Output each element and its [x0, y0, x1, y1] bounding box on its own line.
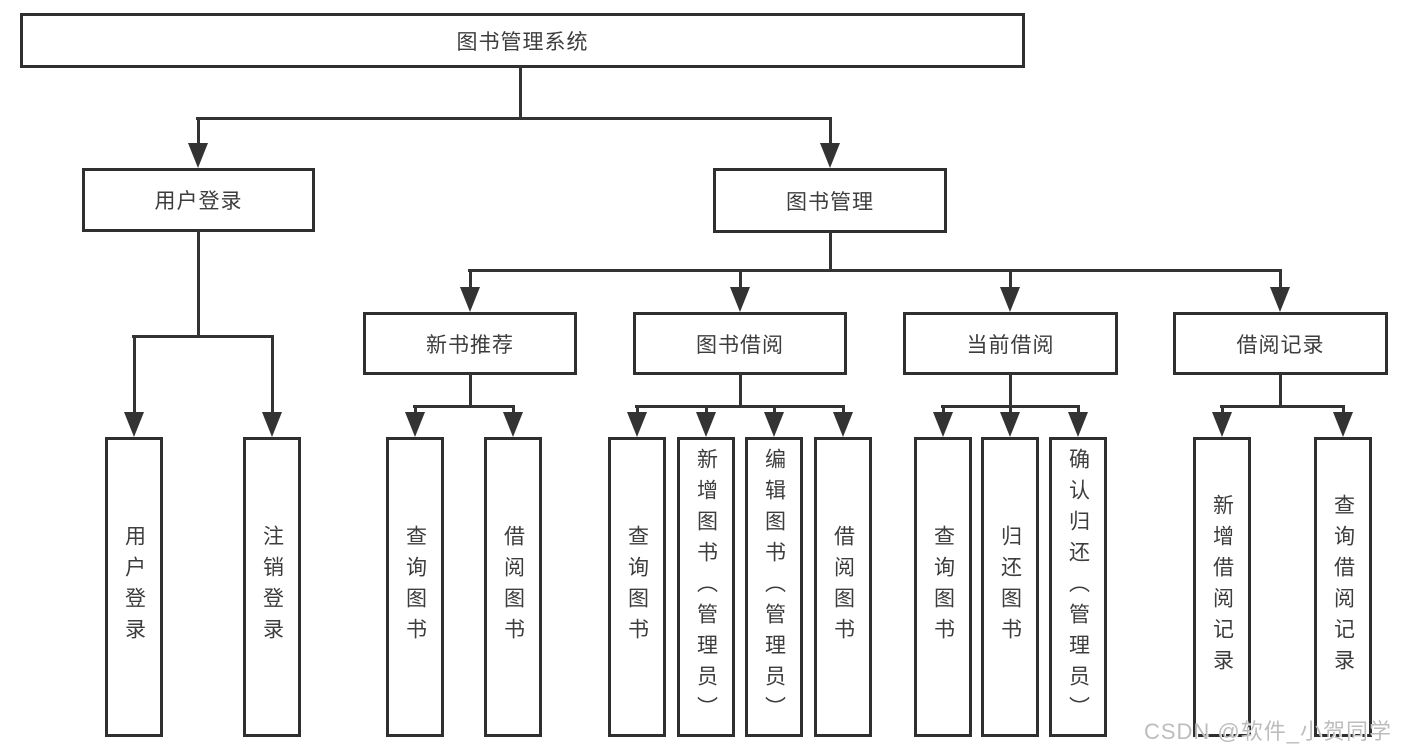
connector-currentborrow-stub	[1009, 373, 1012, 407]
arrowhead-book-borrow	[730, 287, 750, 312]
connector-borrowrecords-bar	[1220, 405, 1345, 408]
connector-shaft-book-borrow	[739, 269, 742, 291]
connector-shaft-leaf-logout	[271, 335, 274, 415]
arrowhead-new-book	[460, 287, 480, 312]
connector-shaft-leaf	[414, 405, 417, 415]
node-label: 图书管理	[786, 190, 874, 214]
arrowhead-leaf	[833, 412, 853, 437]
connector-newbook-bar	[413, 405, 515, 408]
connector-root-stub	[519, 66, 522, 120]
connector-bookborrow-stub	[739, 373, 742, 407]
node-label: 用户登录	[154, 190, 243, 213]
node-label: 新书推荐	[426, 333, 514, 357]
leaf-borrow-books-1: 借阅图书	[484, 437, 542, 737]
leaf-borrow-books-2: 借阅图书	[814, 437, 872, 737]
node-user-login: 用户登录	[82, 168, 315, 232]
arrowhead-leaf	[1333, 412, 1353, 437]
leaf-label: 归还图书	[998, 525, 1022, 649]
leaf-return-books: 归还图书	[981, 437, 1039, 737]
leaf-label: 编辑图书（管理员）	[762, 447, 786, 727]
connector-level3-bar	[468, 269, 1282, 272]
arrowhead-leaf	[405, 412, 425, 437]
arrowhead-leaf	[764, 412, 784, 437]
csdn-watermark: CSDN @软件_小贺同学	[1143, 719, 1392, 744]
leaf-label: 查询图书	[625, 525, 649, 649]
arrowhead-book-management	[820, 143, 840, 168]
arrowhead-leaf	[1068, 412, 1088, 437]
connector-shaft-book-management	[829, 117, 832, 147]
node-borrowing-records: 借阅记录	[1173, 312, 1388, 375]
leaf-add-books-admin: 新增图书（管理员）	[677, 437, 735, 737]
node-label: 图书借阅	[696, 333, 784, 357]
arrowhead-user-login	[188, 143, 208, 168]
leaf-query-borrow-record: 查询借阅记录	[1314, 437, 1372, 737]
leaf-label: 新增图书（管理员）	[694, 447, 718, 727]
node-label: 当前借阅	[966, 333, 1055, 357]
connector-newbook-stub	[469, 373, 472, 407]
leaf-label: 注销登录	[260, 525, 284, 649]
leaf-label: 借阅图书	[501, 525, 525, 649]
leaf-edit-books-admin: 编辑图书（管理员）	[745, 437, 803, 737]
arrowhead-borrow-records	[1270, 287, 1290, 312]
leaf-label: 用户登录	[122, 525, 146, 649]
arrowhead-leaf	[1212, 412, 1232, 437]
leaf-label: 查询借阅记录	[1331, 494, 1355, 680]
connector-shaft-leaf	[1077, 405, 1080, 415]
leaf-query-books-2: 查询图书	[608, 437, 666, 737]
leaf-label: 查询图书	[403, 525, 427, 649]
leaf-query-books-1: 查询图书	[386, 437, 444, 737]
leaf-label: 确认归还（管理员）	[1066, 447, 1090, 727]
arrowhead-leaf	[696, 412, 716, 437]
leaf-confirm-return-admin: 确认归还（管理员）	[1049, 437, 1107, 737]
connector-shaft-leaf-login	[133, 335, 136, 415]
node-label: 图书管理系统	[456, 30, 589, 54]
node-label: 借阅记录	[1236, 333, 1325, 357]
connector-shaft-leaf	[1009, 405, 1012, 415]
arrowhead-leaf-logout	[262, 412, 282, 437]
connector-shaft-leaf	[512, 405, 515, 415]
leaf-label: 新增借阅记录	[1210, 494, 1234, 680]
connector-shaft-leaf	[1221, 405, 1224, 415]
connector-shaft-user-login	[197, 117, 200, 147]
arrowhead-leaf	[503, 412, 523, 437]
node-root-library-system: 图书管理系统	[20, 13, 1025, 68]
leaf-logout: 注销登录	[243, 437, 301, 737]
connector-bookborrow-bar	[635, 405, 845, 408]
leaf-label: 查询图书	[931, 525, 955, 649]
connector-bookmgmt-stub	[829, 231, 832, 271]
connector-borrowrecords-stub	[1279, 373, 1282, 407]
connector-shaft-leaf	[942, 405, 945, 415]
connector-shaft-leaf	[1342, 405, 1345, 415]
arrowhead-current-borrow	[1000, 287, 1020, 312]
leaf-query-books-3: 查询图书	[914, 437, 972, 737]
connector-shaft-leaf	[636, 405, 639, 415]
connector-shaft-new-book	[469, 269, 472, 291]
arrowhead-leaf	[627, 412, 647, 437]
connector-shaft-leaf	[705, 405, 708, 415]
leaf-user-login: 用户登录	[105, 437, 163, 737]
leaf-add-borrow-record: 新增借阅记录	[1193, 437, 1251, 737]
node-current-borrowing: 当前借阅	[903, 312, 1118, 375]
connector-userlogin-bar	[132, 335, 274, 338]
connector-level1-bar	[196, 117, 832, 120]
connector-shaft-leaf	[773, 405, 776, 415]
arrowhead-leaf	[933, 412, 953, 437]
leaf-label: 借阅图书	[831, 525, 855, 649]
connector-shaft-borrow-records	[1279, 269, 1282, 291]
node-book-borrowing: 图书借阅	[633, 312, 847, 375]
arrowhead-leaf-login	[124, 412, 144, 437]
node-new-book-recommend: 新书推荐	[363, 312, 577, 375]
arrowhead-leaf	[1000, 412, 1020, 437]
connector-shaft-leaf	[842, 405, 845, 415]
connector-shaft-current-borrow	[1009, 269, 1012, 291]
node-book-management: 图书管理	[713, 168, 947, 233]
connector-userlogin-stub	[197, 230, 200, 338]
